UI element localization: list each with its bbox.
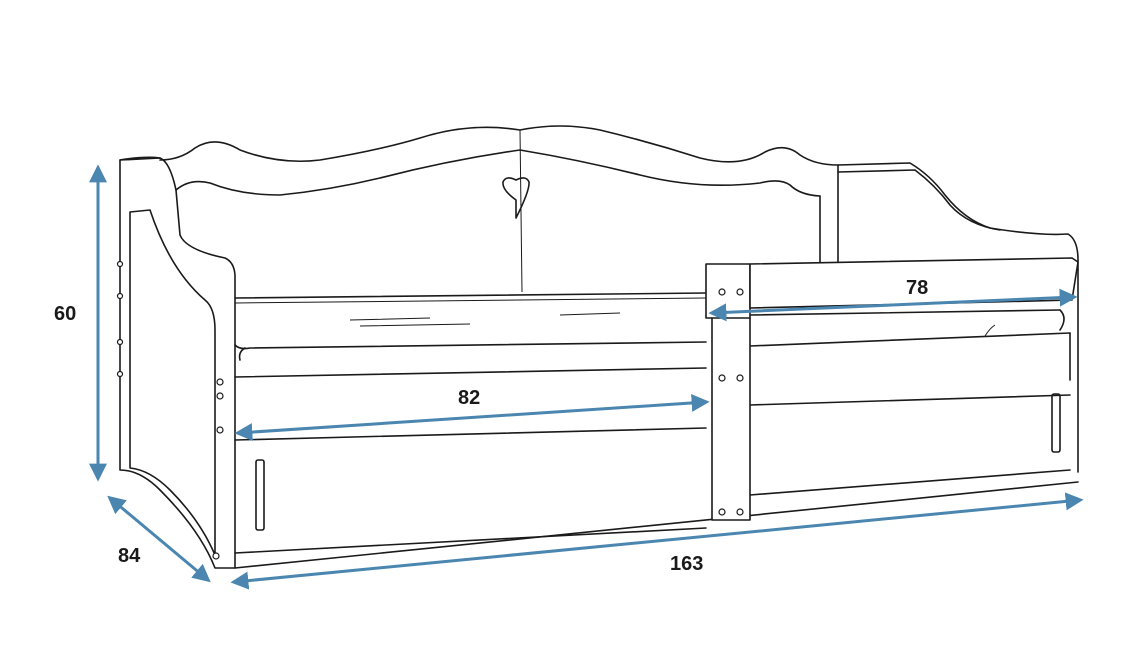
drawer-handle-right (1051, 393, 1061, 453)
right-armrest (837, 162, 1079, 473)
guard-length-label: 78 (906, 277, 928, 299)
length-label: 163 (670, 553, 703, 575)
safety-guard (705, 257, 1079, 521)
seat-area (234, 292, 1071, 441)
backrest (159, 125, 839, 293)
depth-dimension-arrow (107, 495, 211, 583)
drawer-handle-left (255, 459, 265, 531)
mattress-width-label: 82 (458, 387, 480, 409)
mattress-width-dimension-arrow (234, 393, 710, 442)
bed-illustration (116, 125, 1079, 569)
guard-length-dimension-arrow (708, 288, 1078, 322)
heart-icon (502, 177, 530, 219)
left-side-panel (116, 156, 236, 569)
height-label: 60 (54, 303, 76, 325)
dimension-annotations: 60 84 163 82 78 (54, 164, 1084, 590)
depth-label: 84 (118, 545, 141, 567)
length-dimension-arrow (230, 492, 1084, 590)
